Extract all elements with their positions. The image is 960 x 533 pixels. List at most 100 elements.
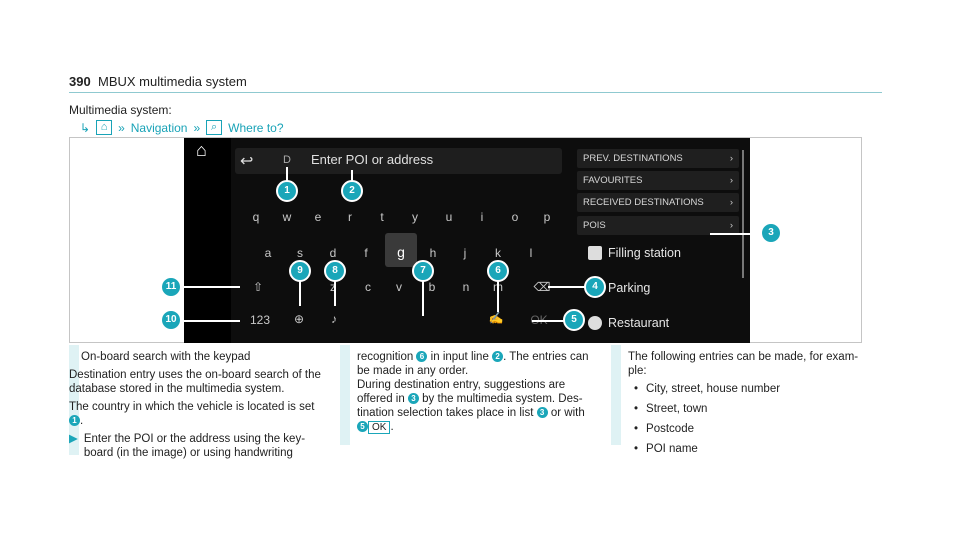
double-chevron-icon: » — [193, 120, 201, 135]
handwriting-icon[interactable]: ✍ — [488, 311, 504, 325]
list-label: RECEIVED DESTINATIONS — [583, 197, 704, 208]
callout-line — [497, 278, 499, 312]
text: by the multimedia system. Des- tination … — [357, 393, 583, 419]
poi-label: Parking — [608, 281, 651, 295]
backspace-icon[interactable]: ⌫ — [533, 280, 551, 294]
callout-line — [351, 170, 353, 184]
callout-3: 3 — [760, 222, 782, 244]
text: recognition — [357, 351, 414, 363]
column-2: recognition 6 in input line 2. The entri… — [357, 351, 589, 434]
system-label: Multimedia system: — [69, 103, 172, 117]
shift-icon[interactable]: ⇧ — [252, 280, 264, 294]
key-z[interactable]: z — [330, 280, 336, 294]
callout-line — [422, 278, 424, 316]
key-q[interactable]: q — [252, 210, 260, 224]
list-received-destinations[interactable]: RECEIVED DESTINATIONS› — [577, 193, 739, 212]
poi-filling-station[interactable]: Filling station — [588, 246, 681, 260]
key-p[interactable]: p — [543, 210, 551, 224]
key-e[interactable]: e — [314, 210, 322, 224]
key-b[interactable]: b — [428, 280, 436, 294]
fuel-pump-icon — [588, 246, 602, 260]
callout-ref: 5 — [357, 421, 368, 433]
step-text: Enter the POI or the address using the k… — [83, 433, 306, 459]
list-pois[interactable]: POIS› — [577, 216, 739, 235]
callout-ref: 3 — [407, 393, 419, 405]
search-placeholder: Enter POI or address — [311, 152, 434, 167]
list-item: POI name — [628, 442, 868, 456]
paragraph: Destination entry uses the on-board sear… — [69, 369, 321, 395]
key-i[interactable]: i — [480, 210, 484, 224]
key-c[interactable]: c — [365, 280, 371, 294]
callout-11: 11 — [160, 276, 182, 298]
manual-title: MBUX multimedia system — [98, 74, 247, 89]
callout-9: 9 — [289, 260, 311, 282]
header-rule — [69, 92, 882, 93]
scrollbar[interactable] — [742, 150, 744, 278]
numbers-key[interactable]: 123 — [249, 313, 271, 327]
callout-line — [184, 320, 240, 322]
list-favourites[interactable]: FAVOURITES › — [577, 171, 739, 190]
paragraph: The following entries can be made, for e… — [628, 351, 859, 377]
poi-restaurant[interactable]: Restaurant — [588, 316, 669, 330]
home-icon[interactable]: ⌂ — [196, 140, 207, 160]
key-t[interactable]: t — [380, 210, 384, 224]
key-d[interactable]: d — [329, 246, 337, 260]
callout-7: 7 — [412, 260, 434, 282]
list-item: Postcode — [628, 422, 868, 436]
key-g[interactable]: g — [397, 244, 405, 260]
callout-ref: 1 — [69, 415, 80, 427]
callout-4: 4 — [584, 276, 606, 298]
chevron-right-icon: › — [729, 175, 733, 186]
callout-8: 8 — [324, 260, 346, 282]
callout-ref: 2 — [492, 351, 504, 363]
text: During destination entry, suggestions ar… — [357, 379, 566, 405]
callout-line — [548, 286, 586, 288]
search-input[interactable] — [235, 148, 562, 174]
list-label: POIS — [583, 220, 606, 231]
key-l[interactable]: l — [529, 246, 533, 260]
key-k[interactable]: k — [495, 246, 501, 260]
chevron-right-icon: › — [729, 153, 733, 164]
key-highlight — [385, 233, 417, 267]
key-j[interactable]: j — [463, 246, 467, 260]
text: in input line — [430, 351, 489, 363]
list-label: FAVOURITES — [583, 175, 643, 186]
breadcrumb: ↳ ⌂ » Navigation » ⌕ Where to? — [80, 120, 284, 135]
callout-6: 6 — [487, 260, 509, 282]
callout-line — [286, 167, 288, 184]
arrow-return-icon: ↳ — [80, 120, 91, 135]
key-w[interactable]: w — [282, 210, 292, 224]
microphone-icon[interactable]: ♪ — [331, 312, 337, 326]
key-s[interactable]: s — [297, 246, 303, 260]
key-n[interactable]: n — [462, 280, 470, 294]
home-icon: ⌂ — [96, 120, 113, 135]
column-3: The following entries can be made, for e… — [628, 350, 868, 462]
key-o[interactable]: o — [511, 210, 519, 224]
list-prev-destinations[interactable]: PREV. DESTINATIONS › — [577, 149, 739, 168]
key-y[interactable]: y — [412, 210, 418, 224]
section-heading: On-board search with the keypad — [81, 351, 251, 363]
breadcrumb-where-to: Where to? — [228, 120, 284, 135]
globe-icon[interactable]: ⊕ — [293, 312, 305, 326]
key-r[interactable]: r — [348, 210, 352, 224]
list-label: PREV. DESTINATIONS — [583, 153, 683, 164]
column-1: On-board search with the keypad Destinat… — [69, 350, 331, 464]
column-bar — [69, 345, 79, 455]
restaurant-icon — [588, 316, 602, 330]
ok-button-ref: OK — [368, 421, 391, 434]
callout-line — [184, 286, 240, 288]
callout-line — [299, 278, 301, 306]
back-icon[interactable]: ↩ — [240, 153, 254, 170]
breadcrumb-navigation: Navigation — [130, 120, 188, 135]
column-bar — [340, 345, 350, 445]
key-h[interactable]: h — [429, 246, 437, 260]
list-item: Street, town — [628, 402, 868, 416]
key-a[interactable]: a — [264, 246, 272, 260]
country-indicator: D — [283, 154, 291, 166]
key-v[interactable]: v — [396, 280, 402, 294]
key-u[interactable]: u — [445, 210, 453, 224]
double-chevron-icon: » — [118, 120, 125, 135]
callout-ref: 3 — [536, 407, 548, 419]
callout-line — [334, 278, 336, 306]
key-f[interactable]: f — [364, 246, 368, 260]
